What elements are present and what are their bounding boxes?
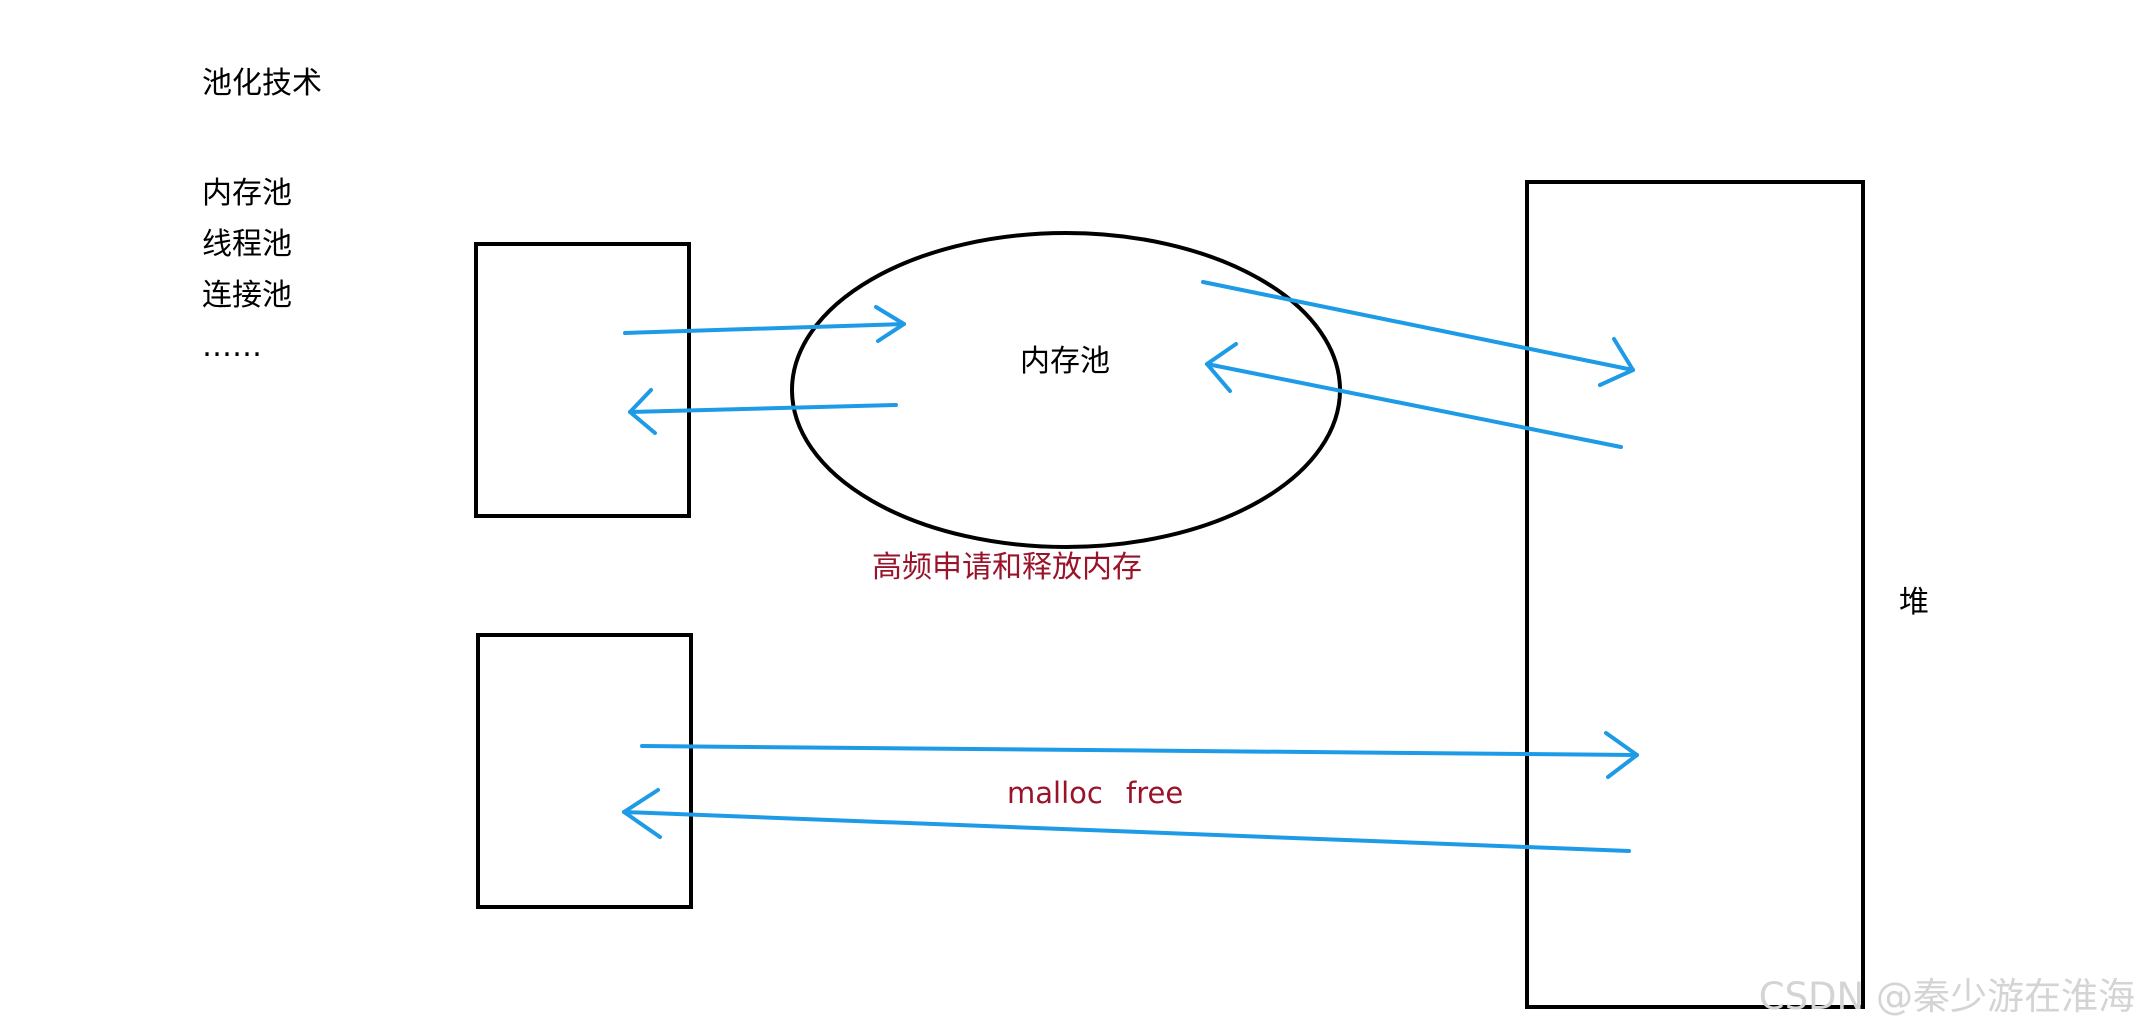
pool-type-connection-pool: 连接池 xyxy=(202,278,292,313)
csdn-watermark: CSDN @秦少游在淮海 xyxy=(1758,975,2135,1018)
malloc-free-annotation: malloc free xyxy=(1007,776,1184,810)
client-block-bottom xyxy=(476,633,693,909)
pool-type-memory-pool: 内存池 xyxy=(202,176,292,211)
heap-label: 堆 xyxy=(1899,585,1929,620)
client-block-top xyxy=(474,242,691,518)
arrow-free-to-client xyxy=(622,788,1631,853)
memory-pool-ellipse xyxy=(790,231,1342,549)
arrow-pool-to-heap xyxy=(1201,280,1635,387)
pool-types-list: 内存池 线程池 连接池 …… xyxy=(202,168,292,372)
pooling-heading: 池化技术 xyxy=(202,66,322,101)
pool-type-ellipsis: …… xyxy=(202,329,262,364)
arrow-heap-to-pool xyxy=(1205,342,1623,449)
memory-pool-label: 内存池 xyxy=(1020,344,1110,379)
pool-type-thread-pool: 线程池 xyxy=(202,227,292,262)
arrow-client-to-pool xyxy=(623,305,906,343)
pool-annotation: 高频申请和释放内存 xyxy=(872,550,1142,585)
arrow-malloc-to-heap xyxy=(640,731,1639,779)
heap-block xyxy=(1525,180,1865,1009)
arrow-pool-to-client xyxy=(628,388,898,435)
